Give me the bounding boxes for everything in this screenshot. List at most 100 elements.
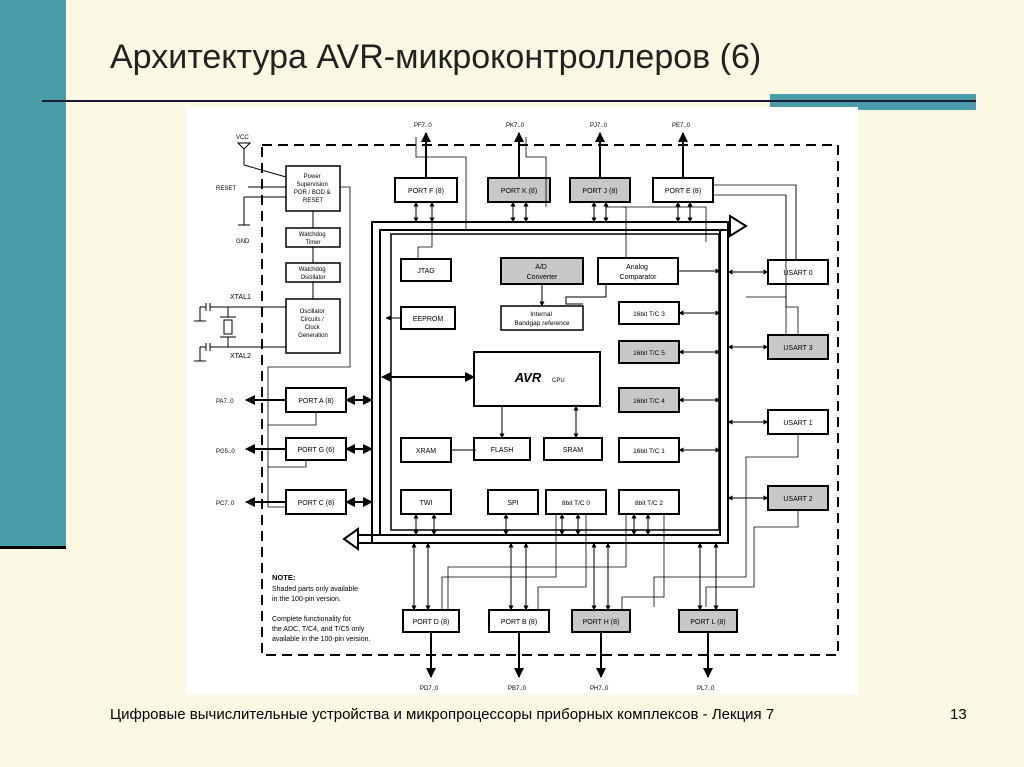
spi-block: [487, 489, 539, 515]
pa-pin-label: PA7..0: [216, 399, 234, 405]
svg-text:Shaded parts only available: Shaded parts only available in the 100-p…: [272, 586, 371, 643]
crystal-circuit: [194, 303, 286, 362]
analog-comparator-block: [597, 257, 679, 285]
eeprom-label: EEPROM: [413, 316, 444, 323]
xtal2-label: XTAL2: [230, 353, 251, 360]
svg-text:Oscillator Circuits /: Oscillator Circuits / Clock Generation: [298, 309, 328, 339]
sram-block: [543, 437, 603, 461]
usart3-label: USART 3: [783, 345, 812, 352]
tc0-label: 8bit T/C 0: [562, 500, 590, 507]
cpu-block: [473, 351, 601, 407]
tc3-label: 16bit T/C 3: [633, 311, 665, 318]
osc-line-2: Circuits /: [300, 317, 324, 323]
tc2-label: 8bit T/C 2: [635, 500, 663, 507]
wdt-line-1: Watchdog: [299, 232, 326, 238]
left-accent-bar: [0, 0, 66, 546]
left-accent-underline: [0, 546, 66, 549]
power-line-2: Supervision: [296, 182, 327, 188]
note-line-6: available in the 100-pin version.: [272, 636, 371, 643]
twi-label: TWI: [420, 500, 433, 507]
port-a-label: PORT A (8): [298, 398, 334, 405]
flash-label: FLASH: [491, 447, 514, 454]
vcc-label: VCC: [236, 135, 249, 141]
cpu-logo: AVR: [514, 370, 542, 385]
ac-line-2: Comparator: [620, 274, 658, 281]
slide-title: Архитектура AVR-микроконтроллеров (6): [110, 38, 762, 76]
port-l-label: PORT L (8): [690, 619, 725, 626]
jtag-label: JTAG: [417, 268, 434, 275]
svg-text:Internal Bandgap reference: Internal Bandgap reference: [514, 311, 570, 327]
bandgap-line-1: Internal: [530, 311, 552, 318]
pd-pin-label: PD7..0: [420, 686, 439, 692]
tc5-label: 16bit T/C 5: [633, 350, 665, 357]
port-j-block: [569, 177, 631, 203]
note-line-5: the ADC, T/C4, and T/C5 only: [272, 626, 365, 633]
oscillator-block: [285, 298, 341, 354]
usart0-label: USART 0: [783, 270, 812, 277]
note-line-2: in the 100-pin version.: [272, 596, 341, 603]
gnd-label: GND: [236, 239, 250, 245]
port-j-label: PORT J (8): [582, 188, 617, 195]
pk-pin-label: PK7..0: [506, 123, 525, 129]
adc-line-2: Converter: [527, 274, 558, 281]
port-h-label: PORT H (8): [583, 619, 620, 626]
usart1-block: [767, 409, 829, 435]
bus-arrow-right: [729, 214, 748, 238]
port-b-label: PORT B (8): [501, 619, 537, 626]
pj-pin-label: PJ7..0: [590, 123, 608, 129]
port-k-block: [487, 177, 551, 203]
usart1-label: USART 1: [783, 420, 812, 427]
power-supervision-block: [285, 165, 341, 212]
tc4-label: 16bit T/C 4: [633, 398, 665, 405]
port-c-label: PORT C (8): [298, 500, 335, 507]
port-e-label: PORT E (8): [665, 188, 701, 195]
xram-label: XRAM: [416, 448, 436, 455]
sram-label: SRAM: [563, 447, 583, 454]
pg-pin-label: PG5..0: [216, 449, 235, 455]
ph-pin-label: PH7..0: [590, 686, 609, 692]
svg-text:Watchdog Oscillator: Watchdog Oscillator: [299, 267, 327, 281]
pf-pin-label: PF7..0: [414, 123, 432, 129]
wdo-line-1: Watchdog: [299, 267, 326, 273]
tc1-label: 16bit T/C 1: [633, 448, 665, 455]
bandgap-block: [500, 305, 584, 331]
pe-pin-label: PE7..0: [672, 123, 691, 129]
title-divider: [42, 100, 976, 102]
pb-pin-label: PB7..0: [508, 686, 527, 692]
usart2-label: USART 2: [783, 496, 812, 503]
svg-text:Analog Comparator: Analog Comparator: [620, 264, 658, 281]
spi-label: SPI: [507, 500, 518, 507]
pl-pin-label: PL7..0: [697, 686, 715, 692]
note-line-1: Shaded parts only available: [272, 586, 358, 593]
xtal1-label: XTAL1: [230, 294, 251, 301]
chip-boundary: [261, 144, 839, 656]
svg-text:A/D Converter: A/D Converter: [527, 264, 558, 281]
osc-line-1: Oscillator: [300, 309, 325, 315]
note-heading: NOTE:: [272, 573, 295, 582]
flash-block: [473, 437, 531, 461]
port-f-label: PORT F (8): [408, 188, 444, 195]
title-accent-bar: [770, 94, 976, 110]
slide-footer: Цифровые вычислительные устройства и мик…: [110, 706, 775, 723]
svg-text:Watchdog Timer: Watchdog Timer: [299, 232, 327, 246]
tc2-block: [618, 489, 680, 515]
reset-label: RESET: [216, 186, 236, 192]
pc-pin-label: PC7..0: [216, 501, 235, 507]
port-k-label: PORT K (8): [501, 188, 537, 195]
page-number: 13: [950, 706, 967, 723]
twi-block: [400, 489, 452, 515]
tc4-block: [618, 387, 680, 413]
jtag-block: [400, 258, 452, 282]
port-d-label: PORT D (8): [413, 619, 450, 626]
osc-line-3: Clock: [305, 325, 321, 331]
internal-data-bus: [358, 221, 730, 544]
osc-line-4: Generation: [298, 333, 328, 339]
adc-line-1: A/D: [535, 264, 547, 271]
title-accent-line: [770, 100, 976, 102]
svg-text:Power Supervision POR: Power Supervision POR / BOD & RESET: [294, 174, 332, 204]
avr-block-diagram: VCC RESET GND Power Supervision POR / BO…: [186, 107, 858, 695]
power-line-1: Power: [304, 174, 321, 180]
ac-line-1: Analog: [626, 264, 648, 271]
port-g-label: PORT G (6): [297, 447, 334, 454]
power-line-3: POR / BOD &: [294, 190, 331, 196]
